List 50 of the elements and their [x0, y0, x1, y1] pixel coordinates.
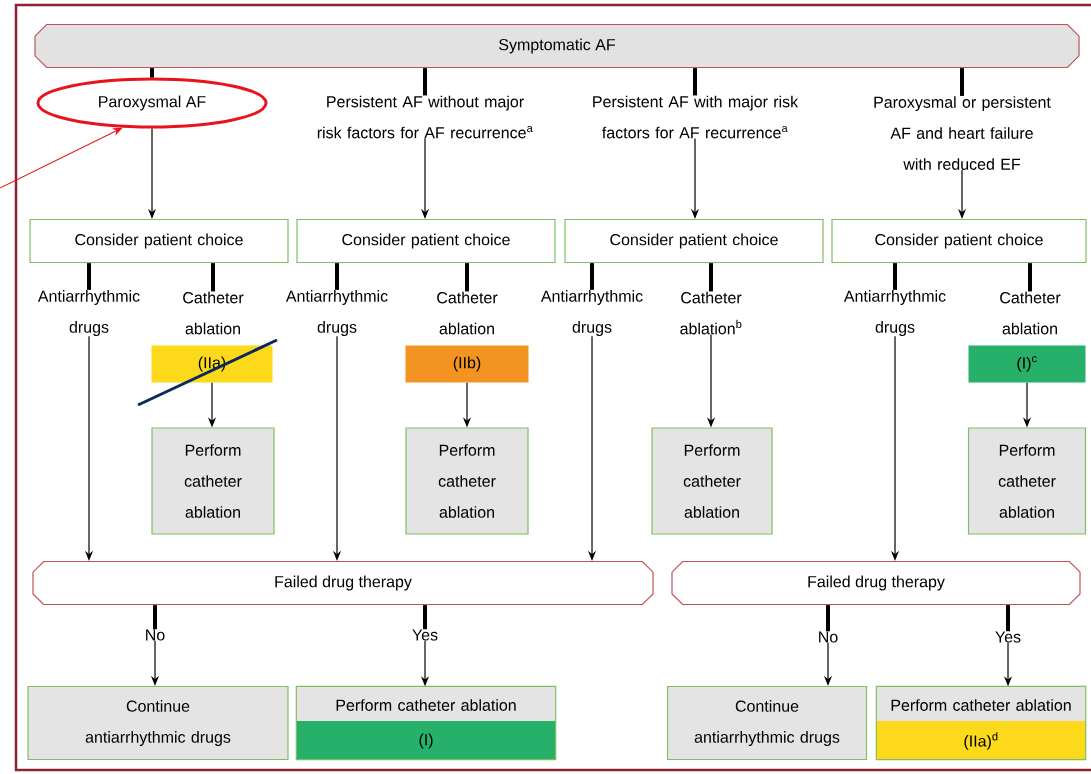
connector-line: [1006, 605, 1010, 632]
start-banner: Symptomatic AF: [34, 23, 1080, 69]
flow-text: Antiarrhythmic drugs: [540, 290, 643, 336]
flow-text: No: [146, 629, 165, 641]
connector-line: [960, 68, 964, 96]
flow-text: No: [819, 631, 838, 643]
connector-line: [87, 263, 91, 290]
choice-box: Consider patient choice: [29, 218, 289, 264]
choice-box: Consider patient choice: [296, 218, 556, 264]
connector-line: [423, 68, 427, 96]
class-box: (I)$^{c}$: [968, 345, 1086, 383]
flow-text: Persistent AF with major risk factors for AF recurrence$^{a}$: [593, 95, 799, 139]
connector-line: [709, 263, 713, 292]
connector-line: [150, 68, 154, 78]
connector-line: [693, 68, 697, 96]
flow-text: Paroxysmal or persistent AF and heart failure with reduced EF: [874, 96, 1051, 170]
action-box: Perform catheter ablation: [405, 427, 529, 535]
action-box: Continue antiarrhythmic drugs: [27, 685, 289, 761]
flow-text: Yes: [412, 629, 438, 641]
flow-text: Catheter ablation: [183, 291, 244, 335]
connector-line: [335, 263, 339, 290]
connector-line: [211, 263, 215, 292]
connector-line: [153, 605, 157, 630]
result-box: Perform catheter ablation (IIa)$^{d}$: [875, 685, 1087, 761]
arrow: [0, 127, 122, 189]
action-box: Perform catheter ablation: [151, 427, 275, 535]
connector-line: [826, 605, 830, 632]
flow-text: Catheter ablation: [437, 291, 498, 335]
flow-text: Catheter ablation$^{b}$: [680, 291, 742, 335]
action-box: Perform catheter ablation: [967, 427, 1087, 535]
result-box: Perform catheter ablation (I): [295, 685, 557, 761]
flow-text: Antiarrhythmic drugs: [37, 290, 140, 336]
class-box: (IIb): [405, 345, 529, 383]
connector-line: [465, 263, 469, 292]
connector-line: [1028, 263, 1032, 292]
choice-box: Consider patient choice: [831, 218, 1087, 264]
circled-text: Paroxysmal AF: [36, 77, 268, 129]
choice-box: Consider patient choice: [564, 218, 824, 264]
action-box: Perform catheter ablation: [651, 427, 773, 535]
connector-line: [590, 263, 594, 290]
flow-text: Catheter ablation: [1000, 291, 1061, 335]
decision-box: Failed drug therapy: [32, 560, 654, 606]
flow-text: Yes: [995, 631, 1021, 643]
flow-text: Antiarrhythmic drugs: [285, 290, 388, 336]
connector-line: [423, 605, 427, 630]
connector-line: [893, 263, 897, 290]
decision-box: Failed drug therapy: [671, 560, 1081, 606]
flow-text: Antiarrhythmic drugs: [843, 290, 946, 336]
action-box: Continue antiarrhythmic drugs: [666, 685, 868, 761]
flow-text: Persistent AF without major risk factors for AF recurrence$^{a}$: [317, 95, 533, 139]
